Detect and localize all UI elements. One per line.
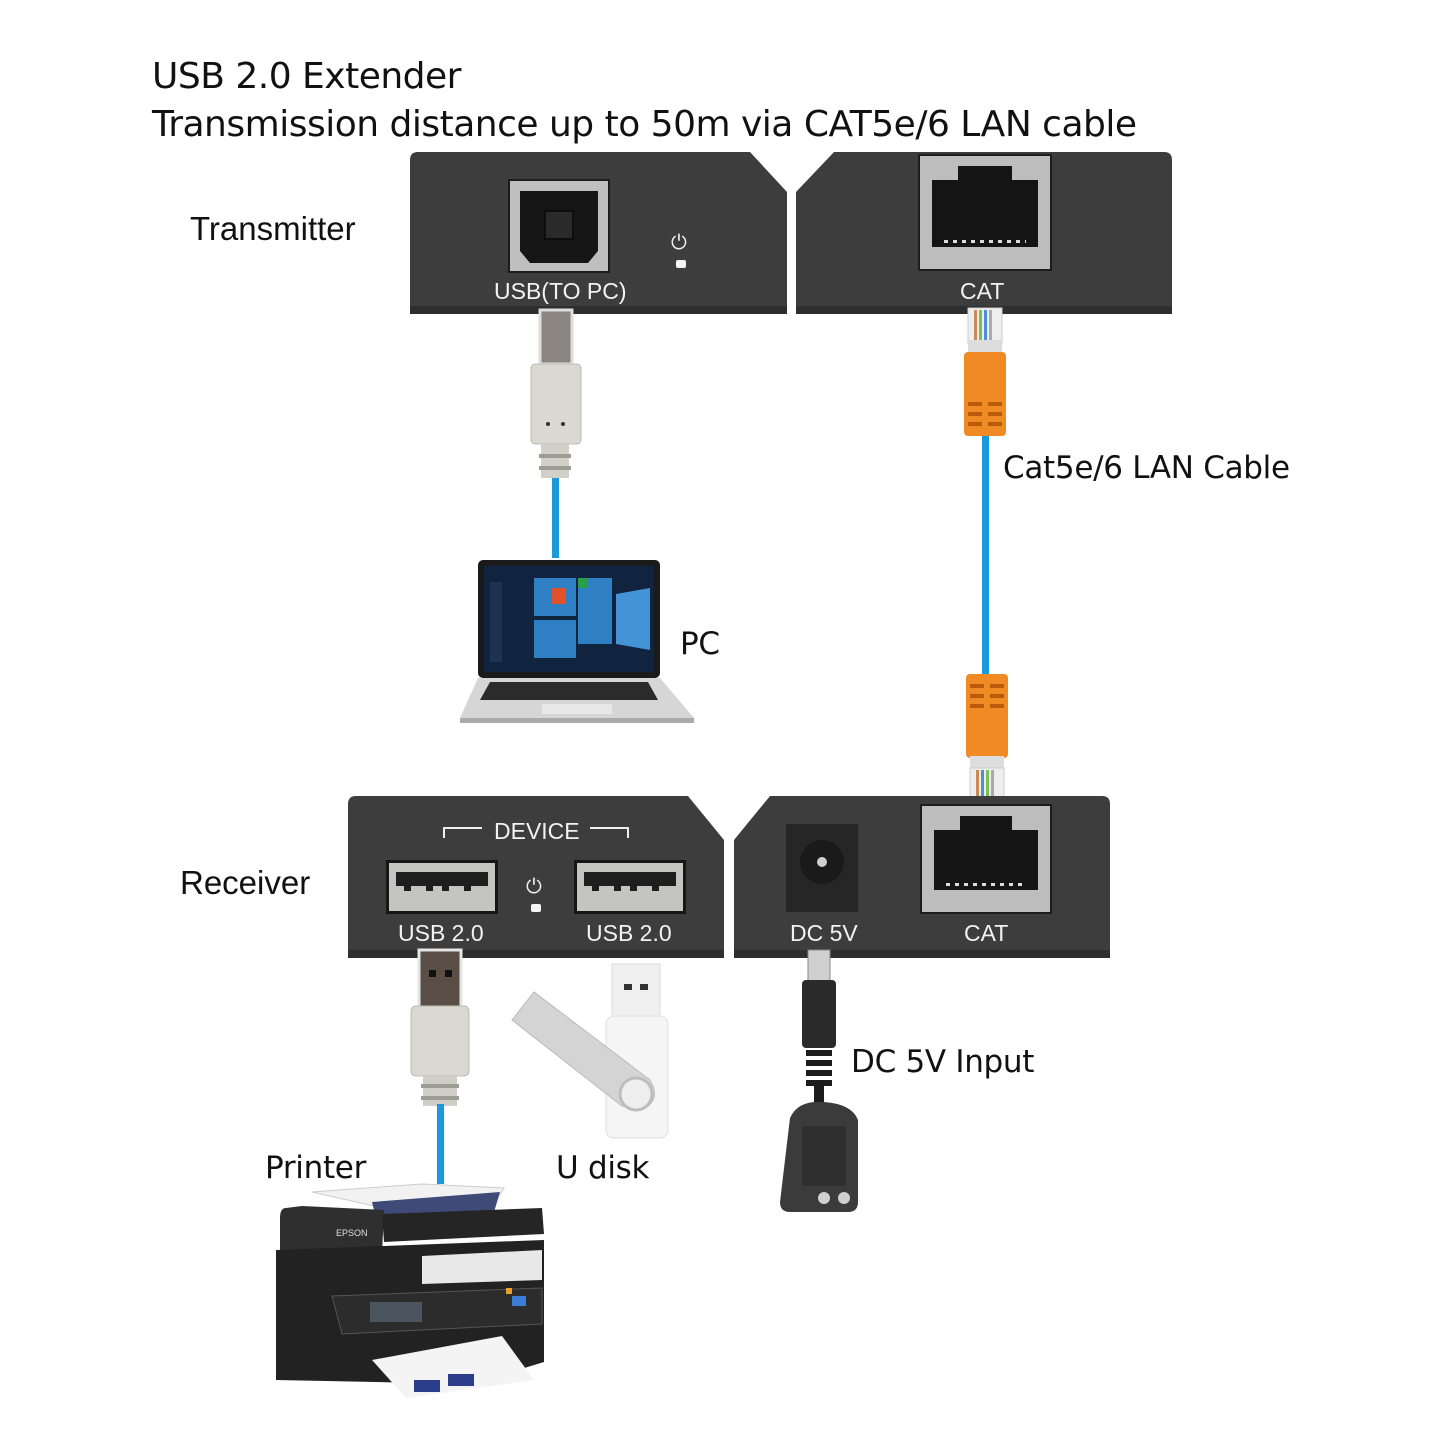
- diagram-subtitle: Transmission distance up to 50m via CAT5…: [152, 104, 1137, 145]
- lan-cable-label: Cat5e/6 LAN Cable: [1003, 450, 1290, 486]
- device-group-label: DEVICE: [494, 818, 580, 844]
- diagram-title: USB 2.0 Extender: [152, 56, 461, 97]
- usb-port-1-label: USB 2.0: [398, 920, 484, 946]
- pc-label: PC: [680, 626, 720, 662]
- usb-a-plug-icon: [410, 948, 470, 1106]
- printer-icon: EPSON: [272, 1183, 552, 1400]
- receiver-usb-unit: DEVICE ⏻ USB 2.0 USB 2.0: [348, 796, 724, 958]
- laptop-pc-icon: [460, 560, 694, 723]
- printer-label: Printer: [265, 1150, 367, 1186]
- transmitter-usb-unit: ⏻ USB(TO PC): [410, 152, 787, 314]
- usb-cable-to-printer: [437, 1104, 444, 1184]
- usb-a-port-icon: [574, 860, 686, 914]
- transmitter-label: Transmitter: [190, 210, 356, 247]
- udisk-label: U disk: [556, 1150, 650, 1186]
- usb-b-plug-icon: [530, 308, 582, 478]
- power-icon: ⏻: [526, 874, 542, 898]
- rj45-port-icon: [918, 154, 1052, 271]
- usb-a-port-icon: [386, 860, 498, 914]
- printer-brand-label: EPSON: [336, 1228, 368, 1238]
- usb-port-2-label: USB 2.0: [586, 920, 672, 946]
- dc-5v-input-label: DC 5V Input: [851, 1044, 1035, 1080]
- device-bracket: [443, 827, 629, 838]
- usb-flash-drive-icon: [511, 963, 669, 1139]
- rj45-port-icon: [920, 804, 1052, 914]
- receiver-label: Receiver: [180, 864, 311, 901]
- usb-b-port-icon: [508, 179, 610, 273]
- receiver-power-cat-unit: DC 5V CAT: [734, 796, 1110, 958]
- transmitter-cat-unit: CAT: [796, 152, 1172, 314]
- power-led-indicator: [676, 260, 686, 268]
- dc-5v-port-label: DC 5V: [790, 920, 858, 946]
- usb-cable-to-pc: [552, 478, 559, 558]
- receiver-usb-unit-body: [348, 796, 724, 958]
- power-led-indicator: [531, 904, 541, 912]
- dc-jack-icon: [786, 824, 858, 912]
- cat-port-label: CAT: [964, 920, 1009, 946]
- power-icon: ⏻: [671, 230, 687, 254]
- rj45-plug-icon: [966, 674, 1008, 803]
- usb-to-pc-port-label: USB(TO PC): [494, 278, 627, 304]
- rj45-plug-icon: [964, 307, 1006, 436]
- cat-port-label: CAT: [960, 278, 1005, 304]
- lan-cable: [982, 436, 989, 676]
- dc-power-adapter-icon: [780, 949, 858, 1212]
